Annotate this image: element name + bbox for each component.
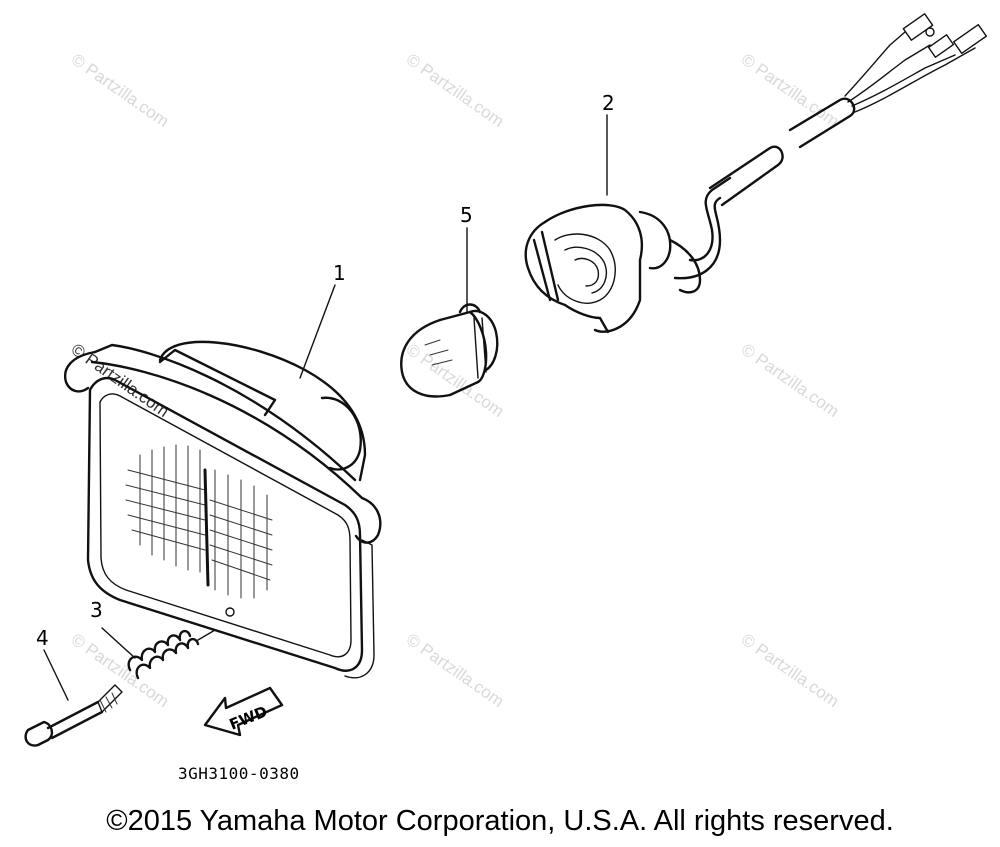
watermark: © Partzilla.com — [738, 630, 843, 711]
watermarks: © Partzilla.com © Partzilla.com © Partzi… — [68, 50, 843, 711]
headlight-unit-drawing — [63, 340, 382, 679]
bulb-drawing — [400, 303, 499, 398]
callout-1: 1 — [333, 261, 346, 285]
watermark: © Partzilla.com — [403, 340, 508, 421]
watermark: © Partzilla.com — [403, 50, 508, 131]
watermark: © Partzilla.com — [738, 50, 843, 131]
watermark: © Partzilla.com — [68, 630, 173, 711]
callouts: 1 2 3 4 5 — [36, 91, 615, 650]
watermark: © Partzilla.com — [403, 630, 508, 711]
spring-drawing — [127, 629, 216, 680]
callout-2: 2 — [602, 91, 615, 115]
watermark: © Partzilla.com — [68, 340, 173, 421]
callout-leaders — [43, 114, 608, 701]
watermark: © Partzilla.com — [68, 50, 173, 131]
screw-drawing — [24, 684, 123, 747]
fwd-arrow: FWD — [203, 686, 284, 737]
copyright-notice: ©2015 Yamaha Motor Corporation, U.S.A. A… — [106, 805, 894, 837]
part-code: 3GH3100-0380 — [178, 764, 300, 783]
callout-3: 3 — [90, 598, 103, 622]
socket-drawing — [524, 13, 988, 334]
callout-4: 4 — [36, 626, 49, 650]
watermark: © Partzilla.com — [738, 340, 843, 421]
callout-5: 5 — [460, 203, 473, 227]
